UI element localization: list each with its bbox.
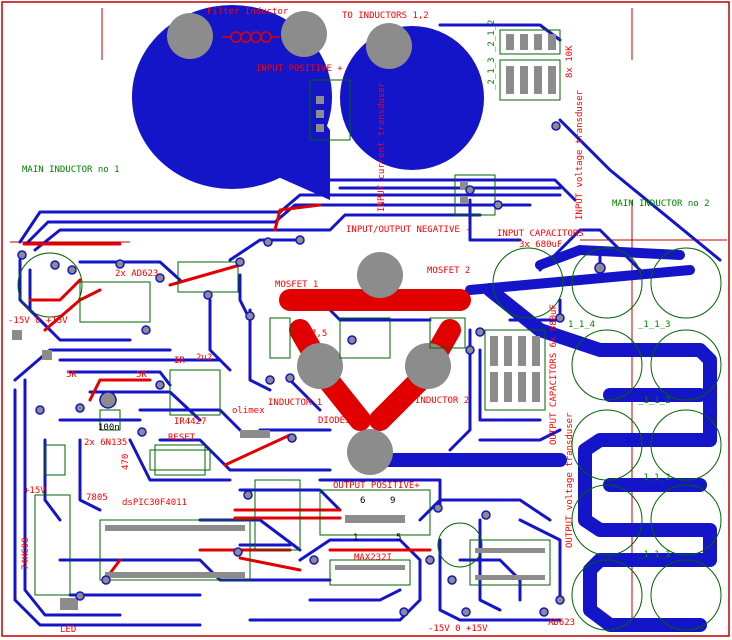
label-to-inductors: TO INDUCTORS 1,2 — [342, 11, 429, 21]
label-74hc: 74HC08 — [21, 537, 31, 570]
label-main-inductor-2: MAIN INDUCTOR no 2 — [612, 199, 710, 209]
label-input-current-transducer: INPUT current transduser — [377, 81, 387, 212]
label-2u2: 2u2 — [196, 353, 212, 363]
coil-symbol — [222, 31, 280, 43]
output-capacitor-outlines — [17, 252, 722, 631]
label-neg-15v: -15V 0 +15V — [8, 316, 68, 326]
label-output-positive: OUTPUT POSITIVE+ — [333, 481, 420, 491]
label-main-inductor-1: MAIN INDUCTOR no 1 — [22, 165, 120, 175]
input-power-bus — [465, 244, 695, 295]
text-labels: Filter Inductor TO INDUCTORS 1,2 INPUT P… — [8, 7, 710, 635]
label-io-negative: INPUT/OUTPUT NEGATIVE - — [346, 225, 471, 235]
label-100n: 100n — [98, 423, 120, 433]
label-j3: _1_1_2 — [638, 473, 671, 483]
label-j4: _1_1_1 — [638, 550, 671, 560]
label-j1: _1_1_3 — [638, 320, 671, 330]
label-pin-9: 9 — [390, 496, 395, 506]
label-dspic: dsPIC30F4011 — [122, 498, 187, 508]
label-pin-6: 6 — [360, 496, 365, 506]
label-olimex: olimex — [232, 406, 265, 416]
label-reset: RESET — [168, 433, 196, 443]
label-output-capacitors: OUTPUT CAPACITORS 6x 680uF — [549, 304, 559, 445]
label-filter-inductor: Filter Inductor — [207, 7, 289, 17]
label-6n135: 2x 6N135 — [84, 438, 127, 448]
label-j5: 1_1_4 — [568, 320, 595, 330]
label-diodes: DIODES — [318, 416, 351, 426]
label-inductor-2: INDUCTOR 2 — [415, 396, 469, 406]
label-ir4427: IR4427 — [174, 417, 207, 427]
label-inductor-1: INDUCTOR 1 — [268, 398, 322, 408]
component-outlines — [34, 29, 561, 596]
label-pos-15v: +15V — [24, 486, 46, 496]
rotated-labels: 8x 10K INPUT voltage transduser INPUT cu… — [21, 20, 585, 570]
label-ad623-2x: 2x AD623 — [115, 269, 158, 279]
label-led: LED — [60, 625, 76, 635]
label-max232: MAX232I — [354, 553, 392, 563]
inductor-pads-top — [167, 11, 412, 69]
label-val-7-5: 7,5 — [311, 329, 327, 339]
label-ir: IR — [174, 356, 185, 366]
power-stage-pads — [297, 252, 451, 475]
label-pin-1: 1 — [353, 533, 358, 543]
vias — [17, 121, 606, 617]
label-val-470: 470 — [121, 454, 131, 470]
label-jtop: _2_1_3 _2_1_2 — [487, 20, 497, 90]
label-input-voltage-transducer: INPUT voltage transduser — [575, 89, 585, 220]
label-pin-5: 5 — [396, 533, 401, 543]
smd-pads — [12, 34, 556, 610]
label-7805: 7805 — [86, 493, 108, 503]
label-input-cap-value: 3x 680uF — [519, 240, 562, 250]
label-input-capacitors: INPUT CAPACITORS — [497, 229, 584, 239]
label-5k-a: 5K — [66, 370, 77, 380]
input-capacitor-outlines — [492, 247, 722, 319]
label-mosfet-1: MOSFET 1 — [275, 280, 318, 290]
label-res-10k: 8x 10K — [565, 45, 575, 78]
label-ad623-b: AD623 — [548, 618, 575, 628]
label-mosfet-2: MOSFET 2 — [427, 266, 470, 276]
label-j2: _1_1_2 — [638, 396, 671, 406]
label-bot-15v: -15V 0 +15V — [428, 624, 488, 634]
label-output-voltage-transducer: OUTPUT voltage transduser — [565, 412, 575, 548]
label-input-positive: INPUT POSITIVE + — [256, 64, 343, 74]
label-5k-b: 5K — [136, 370, 147, 380]
